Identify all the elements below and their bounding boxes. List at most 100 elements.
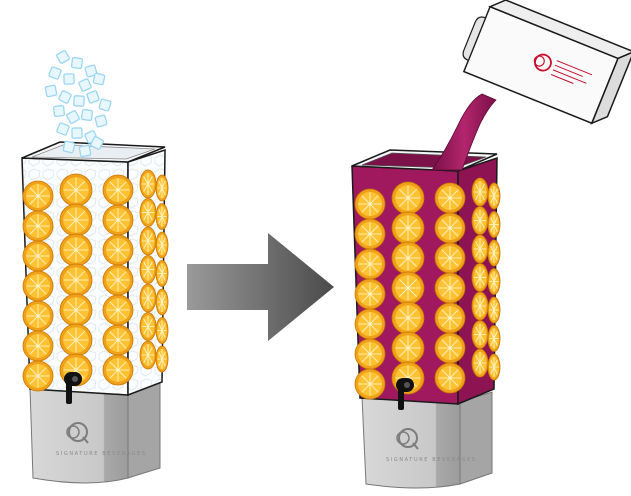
right-dispenser: SIGNATURE BEVERAGES [351, 149, 501, 489]
ice-cube-icon [71, 127, 83, 139]
orange-slice-icon [434, 272, 466, 304]
right-arrow-icon [187, 233, 334, 341]
orange-slice-icon [434, 242, 466, 274]
left-dispenser-base [29, 387, 129, 484]
orange-slice-icon [102, 234, 134, 266]
orange-slice-icon [471, 177, 489, 207]
orange-slice-icon [155, 317, 169, 344]
orange-slice-icon [102, 354, 134, 386]
orange-slice-icon [391, 271, 425, 305]
orange-slice-icon [22, 180, 54, 212]
ice-cube-icon [90, 136, 104, 150]
orange-slice-icon [487, 353, 501, 381]
orange-slice-icon [155, 288, 169, 316]
orange-slice-icon [102, 324, 134, 356]
orange-slice-icon [155, 260, 169, 287]
ice-cube-icon [70, 56, 84, 70]
orange-slice-icon [487, 325, 501, 352]
orange-slice-icon [155, 174, 169, 202]
orange-slice-icon [391, 331, 425, 365]
ice-cube-icon [53, 105, 65, 117]
orange-slice-icon [22, 360, 54, 392]
orange-slice-icon [471, 263, 489, 292]
orange-slice-icon [391, 181, 425, 215]
ice-cube-icon [98, 98, 112, 112]
orange-slice-icon [102, 174, 134, 206]
orange-slice-icon [59, 203, 93, 237]
orange-slice-icon [102, 294, 134, 326]
juice-pour-stream [431, 93, 497, 171]
ice-cube-icon [73, 95, 85, 107]
orange-slice-icon [22, 330, 54, 362]
orange-slice-icon [471, 348, 489, 378]
right-dispenser-base [361, 396, 461, 489]
orange-slice-icon [59, 233, 93, 267]
orange-slice-icon [139, 340, 157, 370]
ice-cube-icon [92, 72, 106, 86]
falling-ice-cubes [44, 50, 112, 158]
orange-slice-icon [59, 293, 93, 327]
orange-slice-icon [139, 283, 157, 313]
right-logo-icon [396, 428, 419, 450]
right-spigot-icon [396, 378, 414, 410]
orange-slice-icon [471, 320, 489, 349]
left-brand-text: SIGNATURE BEVERAGES [56, 451, 147, 457]
orange-slice-icon [354, 338, 386, 370]
orange-slice-icon [354, 248, 386, 280]
orange-slice-icon [59, 323, 93, 357]
orange-slice-icon [487, 239, 501, 267]
orange-slice-icon [391, 301, 425, 335]
ice-cube-icon [63, 73, 75, 85]
ice-cube-icon [84, 64, 98, 78]
ice-cube-icon [78, 78, 92, 92]
orange-slice-icon [434, 332, 466, 364]
orange-slice-icon [434, 182, 466, 214]
orange-slice-icon [22, 240, 54, 272]
orange-slice-icon [471, 291, 489, 321]
orange-slice-icon [354, 278, 386, 310]
orange-slice-icon [139, 255, 157, 284]
ice-cube-icon [44, 84, 58, 98]
ice-cube-icon [80, 108, 94, 122]
orange-slice-icon [391, 241, 425, 275]
left-spigot-icon [64, 372, 82, 404]
right-brand-text: SIGNATURE BEVERAGES [386, 457, 477, 463]
orange-slice-icon [391, 211, 425, 245]
orange-slice-icon [354, 308, 386, 340]
right-orange-slices [354, 177, 501, 400]
orange-slice-icon [487, 296, 501, 324]
orange-slice-icon [155, 231, 169, 259]
orange-slice-icon [487, 268, 501, 295]
orange-slice-icon [434, 302, 466, 334]
orange-slice-icon [354, 188, 386, 220]
orange-slice-icon [59, 173, 93, 207]
orange-slice-icon [139, 226, 157, 256]
ice-cube-icon [86, 90, 100, 104]
orange-slice-icon [102, 204, 134, 236]
orange-slice-icon [471, 206, 489, 235]
orange-slice-icon [487, 182, 501, 210]
ice-cube-icon [94, 114, 108, 128]
ice-cube-icon [48, 66, 62, 80]
orange-slice-icon [139, 312, 157, 341]
orange-slice-icon [434, 212, 466, 244]
orange-slice-icon [22, 210, 54, 242]
orange-slice-icon [471, 234, 489, 264]
ice-cube-icon [62, 140, 76, 154]
orange-slice-icon [354, 218, 386, 250]
orange-slice-icon [487, 211, 501, 238]
orange-slice-icon [139, 169, 157, 199]
pouring-container [462, 0, 631, 125]
orange-slice-icon [22, 270, 54, 302]
orange-slice-icon [434, 362, 466, 394]
orange-slice-icon [155, 345, 169, 373]
orange-slice-icon [139, 198, 157, 227]
ice-cube-icon [56, 50, 70, 64]
ice-cube-icon [78, 144, 92, 158]
orange-slice-icon [59, 263, 93, 297]
ice-cube-icon [66, 110, 80, 124]
ice-cube-icon [56, 122, 70, 136]
orange-slice-icon [354, 368, 386, 400]
left-logo-icon [66, 422, 89, 444]
